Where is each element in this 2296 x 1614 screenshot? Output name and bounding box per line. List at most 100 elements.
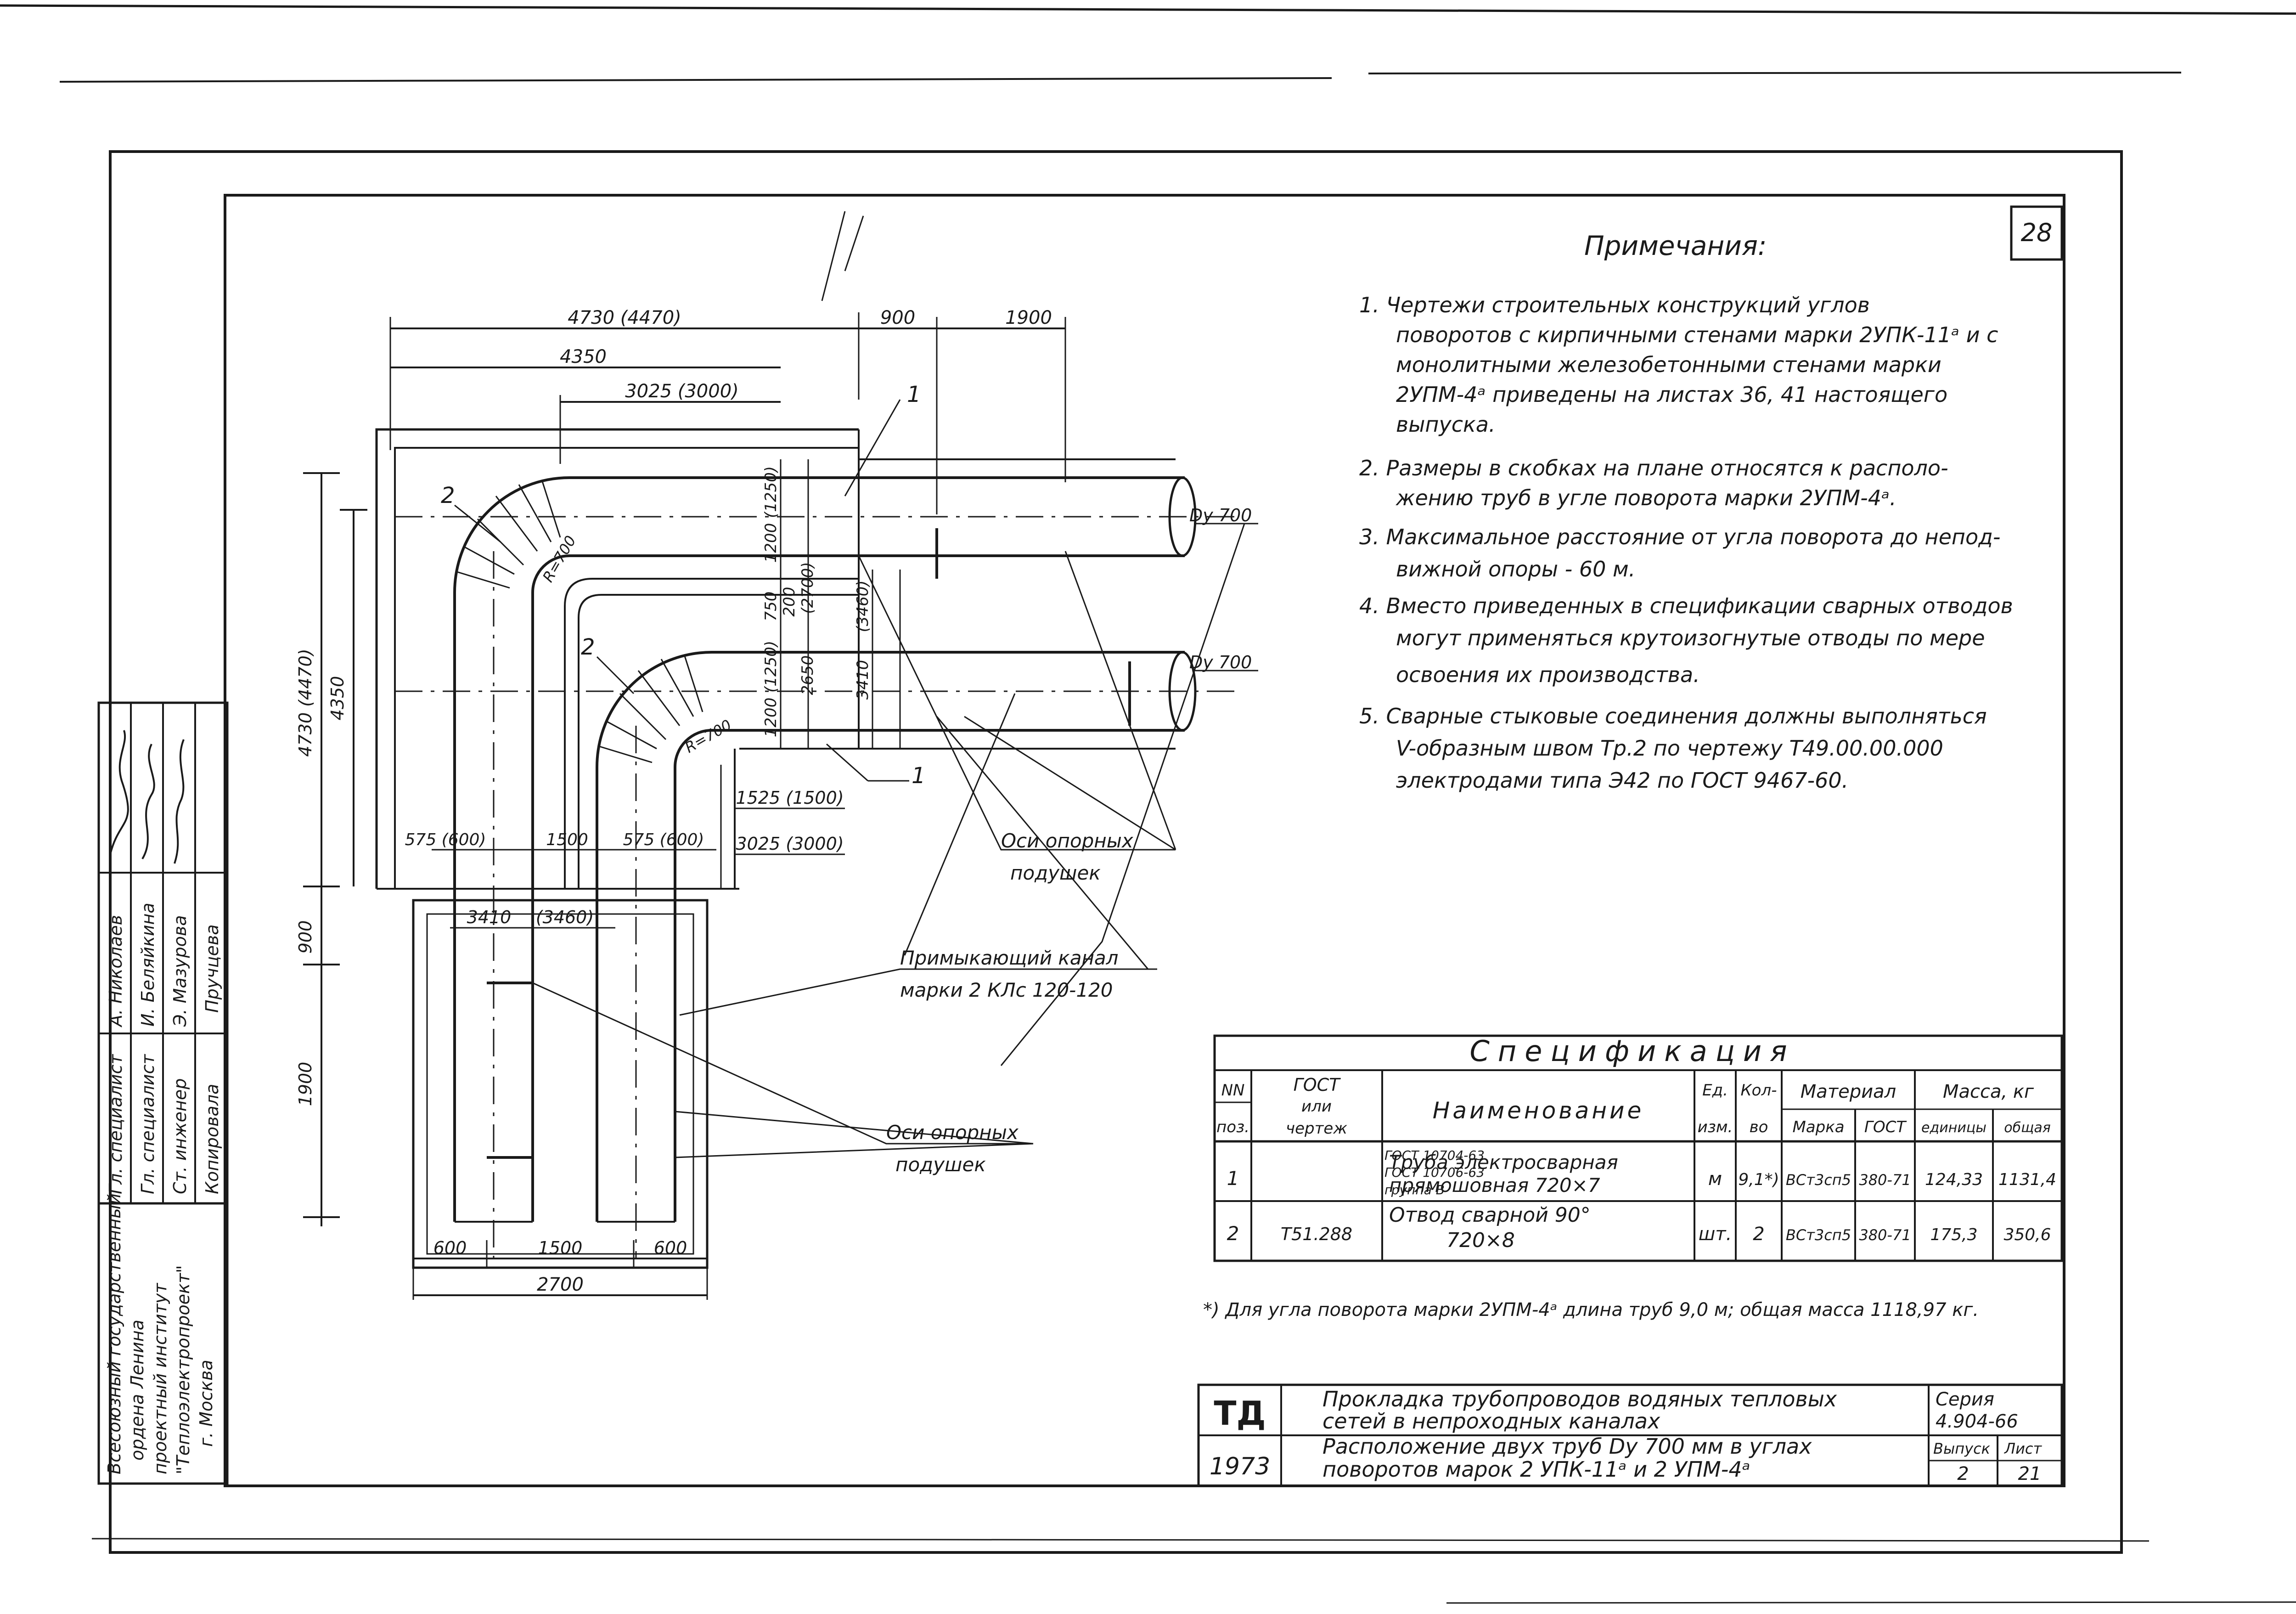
- note-1-line-4: 2УПМ-4ᵃ приведены на листах 36, 41 насто…: [1396, 382, 1947, 407]
- title1-line1: Прокладка трубопроводов водяных тепловых: [1322, 1387, 1837, 1411]
- stamp-org-5: г. Москва: [196, 1360, 216, 1447]
- stamp-role-1: Гл. специалист: [106, 1054, 126, 1194]
- signature-1: [109, 730, 129, 855]
- note-2-line-2: жению труб в угле поворота марки 2УПМ-4ᵃ…: [1396, 485, 1896, 510]
- spec-r2-name-1: Отвод сварной 90°: [1389, 1203, 1591, 1227]
- dim-inner-9: 1525 (1500): [736, 788, 844, 808]
- spec-r1-gost2: 380-71: [1859, 1171, 1911, 1189]
- dim-bottom-1: 600: [433, 1238, 467, 1258]
- dim-bottom-2: 1500: [538, 1238, 583, 1258]
- spec-h-total: общая: [2004, 1120, 2051, 1136]
- sheet-label: Лист: [2004, 1440, 2042, 1457]
- spec-h-nn: NN: [1221, 1081, 1245, 1100]
- spec-r1-gost-1: ГОСТ 10704-63: [1384, 1148, 1485, 1163]
- spec-h-marka: Марка: [1792, 1118, 1844, 1136]
- spec-table: Спецификация NN поз. ГОСТ или чертеж Наи…: [1203, 1034, 2063, 1321]
- leader-axis-1-line2: подушек: [1010, 862, 1101, 884]
- left-stamp: Всесоюзный государственный ордена Ленина…: [97, 701, 229, 1485]
- dim-inner-10: 3025 (3000): [736, 834, 844, 854]
- stamp-name-1: А. Николаев: [106, 915, 126, 1028]
- sheet-corner-number: 28: [2021, 218, 2053, 247]
- stamp-name-3: Э. Мазурова: [170, 915, 190, 1027]
- sheet-value: 21: [2018, 1463, 2042, 1484]
- callout-2-top: 2: [441, 483, 455, 508]
- stamp-role-2: Гл. специалист: [138, 1054, 158, 1194]
- issue-label: Выпуск: [1933, 1440, 1991, 1457]
- leader-channel-line2: марки 2 КЛс 120-120: [900, 979, 1113, 1001]
- spec-r1-gost-3: группа В: [1384, 1182, 1445, 1197]
- spec-r2-unit-mass: 175,3: [1930, 1225, 1977, 1244]
- spec-r1-total: 1131,4: [1998, 1170, 2056, 1189]
- dim-top-4: 900: [880, 307, 915, 328]
- dim-top-3: 3025 (3000): [625, 381, 739, 402]
- title2-line2: поворотов марок 2 УПК-11ᵃ и 2 УПМ-4ᵃ: [1322, 1457, 1750, 1482]
- spec-r2-gost2: 380-71: [1859, 1226, 1911, 1244]
- sheet-frame: [0, 4, 2296, 1604]
- spec-footnote: *) Для угла поворота марки 2УПМ-4ᵃ длина…: [1203, 1299, 1979, 1321]
- stamp-org-2: ордена Ленина: [127, 1320, 147, 1461]
- notes-title: Примечания:: [1584, 230, 1767, 261]
- note-4-line-3: освоения их производства.: [1396, 662, 1700, 687]
- dim-inner-6: 3410: [854, 660, 872, 700]
- issue-value: 2: [1957, 1463, 1969, 1484]
- sheet-number-box: 28: [2010, 205, 2063, 261]
- note-5-line-3: электродами типа Э42 по ГОСТ 9467-60.: [1396, 768, 1848, 793]
- spec-h-mass: Масса, кг: [1943, 1081, 2034, 1102]
- note-4-line-2: могут применяться крутоизогнутые отводы …: [1396, 626, 1985, 650]
- signature-3: [174, 739, 185, 864]
- dim-inner-14: 3410: [467, 907, 512, 927]
- spec-r1-marka: ВСт3сп5: [1786, 1171, 1851, 1189]
- leader-axis-2-line1: Оси опорных: [886, 1121, 1019, 1144]
- dim-inner-12: 1500: [546, 830, 588, 849]
- radius-label-1: R=700: [539, 533, 580, 585]
- leader-axis-2-line2: подушек: [895, 1153, 986, 1176]
- spec-r1-name-1: Труба электросварная: [1389, 1151, 1618, 1174]
- note-1-line-1: 1. Чертежи строительных конструкций угло…: [1359, 293, 1870, 317]
- dim-inner-15: (3460): [536, 907, 594, 927]
- pipe-label-2: Dу 700: [1189, 652, 1252, 672]
- spec-h-qty-2: во: [1750, 1118, 1768, 1136]
- dim-left-2: 4350: [327, 676, 348, 721]
- spec-r1-gost-2: ГОСТ 10706-63: [1384, 1165, 1485, 1180]
- dim-left-3: 900: [295, 920, 315, 954]
- spec-h-unit-mass: единицы: [1921, 1120, 1986, 1136]
- leader-channel-line1: Примыкающий канал: [900, 947, 1119, 969]
- pipe-label-1: Dу 700: [1189, 505, 1252, 525]
- stamp-role-4: Копировала: [202, 1084, 222, 1194]
- spec-r1-qty: 9,1*): [1738, 1170, 1779, 1189]
- spec-r2-name-2: 720×8: [1446, 1229, 1515, 1252]
- title2-line1: Расположение двух труб Dу 700 мм в углах: [1322, 1434, 1812, 1459]
- leader-axis-1-line1: Оси опорных: [1001, 830, 1134, 852]
- spec-r1-name-2: прямошовная 720×7: [1389, 1174, 1600, 1196]
- title-code: ТД: [1214, 1394, 1266, 1433]
- spec-r2-unit: шт.: [1699, 1224, 1732, 1245]
- spec-h-unit-1: Ед.: [1702, 1081, 1728, 1100]
- dim-inner-1: 1200 (1250): [762, 466, 780, 563]
- plan-drawing: 4730 (4470) 4350 900 1900 4730 (4470) 43…: [295, 211, 1258, 1300]
- note-5-line-2: V-образным швом Тр.2 по чертежу Т49.00.0…: [1396, 736, 1943, 761]
- dim-inner-5: (3460): [854, 580, 872, 632]
- spec-r2-total: 350,6: [2003, 1225, 2051, 1244]
- dim-top-5: 1900: [1005, 307, 1052, 328]
- stamp-org-4: "Теплоэлектропроект": [173, 1265, 193, 1474]
- stamp-role-3: Ст. инженер: [170, 1078, 190, 1194]
- dim-top-1: 4730 (4470): [568, 307, 681, 328]
- note-1-line-2: поворотов с кирпичными стенами марки 2УП…: [1396, 322, 1998, 347]
- dim-left-1: 4730 (4470): [295, 649, 315, 756]
- note-1-line-3: монолитными железобетонными стенами марк…: [1396, 352, 1941, 377]
- note-2-line-1: 2. Размеры в скобках на плане относятся …: [1359, 456, 1948, 480]
- spec-h-qty-1: Кол-: [1741, 1081, 1777, 1100]
- series-label: Серия: [1936, 1389, 1994, 1410]
- dim-inner-8: 2650: [799, 655, 817, 695]
- spec-h-poz: поз.: [1216, 1118, 1249, 1136]
- spec-h-gost-1: ГОСТ: [1294, 1075, 1341, 1095]
- signature-2: [141, 744, 155, 860]
- spec-h-material: Материал: [1801, 1081, 1896, 1102]
- stamp-org-3: проектный институт: [150, 1282, 170, 1474]
- note-5-line-1: 5. Сварные стыковые соединения должны вы…: [1359, 704, 1987, 728]
- stamp-name-2: И. Беляйкина: [138, 903, 158, 1027]
- callout-2-bottom: 2: [581, 634, 595, 660]
- dim-bottom-3: 600: [654, 1238, 687, 1258]
- spec-r1-unit: м: [1708, 1168, 1722, 1190]
- spec-r1-unit-mass: 124,33: [1925, 1170, 1983, 1189]
